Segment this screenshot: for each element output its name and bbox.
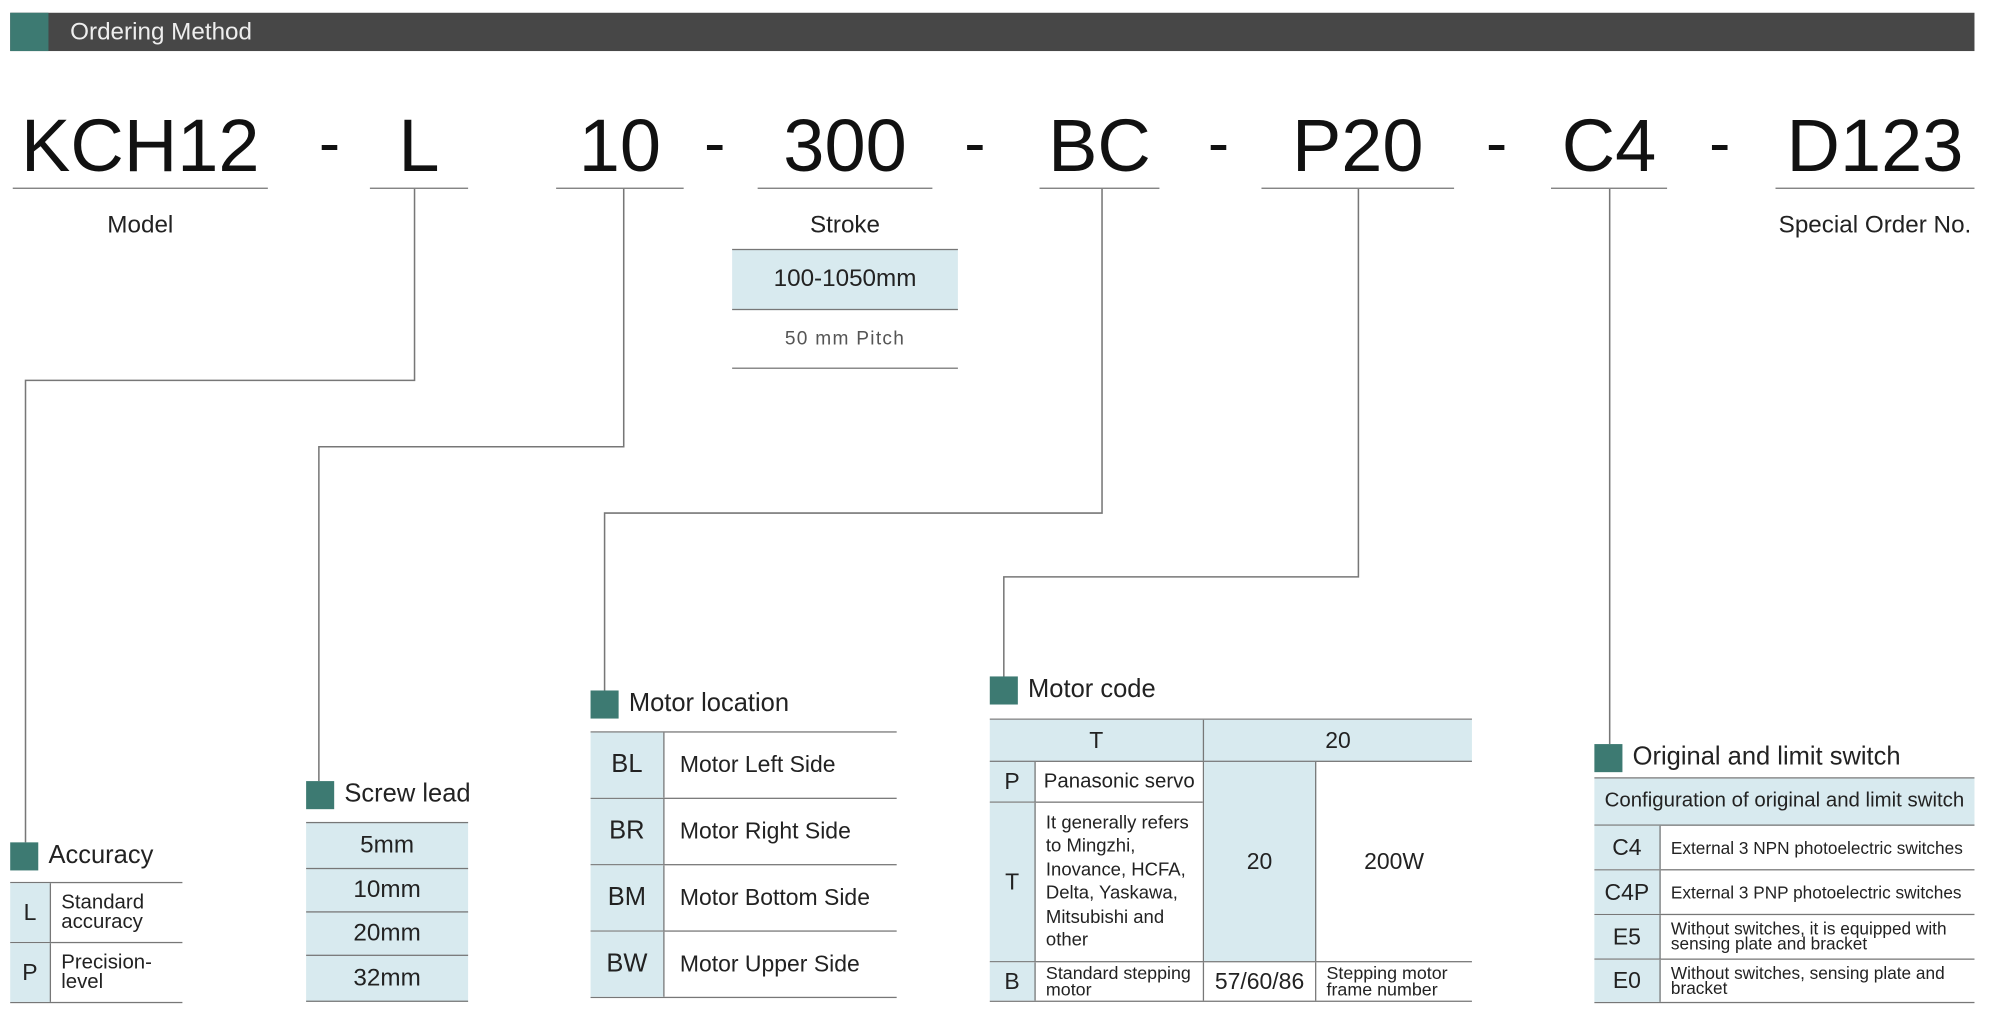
separator: -	[964, 107, 986, 179]
desc-cell: External 3 NPN photoelectric switches	[1670, 837, 1963, 858]
desc-cell: Without switches, sensing plate and brac…	[1670, 962, 1945, 998]
frame-desc-cell: Stepping motor frame number	[1326, 962, 1448, 1000]
table-row: BW Motor Upper Side	[590, 931, 897, 999]
code-lead: 10	[556, 105, 684, 189]
stroke-pitch: 50 mm Pitch	[732, 310, 958, 369]
table-row: 32mm	[306, 956, 469, 1002]
table-row: BR Motor Right Side	[590, 798, 897, 866]
switch-table: Configuration of original and limit swit…	[1594, 777, 1975, 1004]
model-label: Model	[107, 211, 174, 239]
table-row: BM Motor Bottom Side	[590, 865, 897, 932]
desc-cell: It generally refers to Mingzhi, Inovance…	[1045, 812, 1189, 951]
table-head: T 20	[989, 719, 1472, 762]
desc-cell: Motor Right Side	[679, 818, 851, 844]
head-cell: 20	[1325, 726, 1351, 753]
screw-lead-title-text: Screw lead	[344, 779, 471, 808]
motor-code-title-text: Motor code	[1028, 675, 1156, 704]
frame-cell: 57/60/86	[1204, 962, 1317, 1001]
separator: -	[1709, 107, 1731, 179]
stroke-label: Stroke	[809, 211, 881, 239]
code-accuracy: L	[369, 105, 469, 189]
desc-cell: Motor Upper Side	[679, 950, 860, 977]
desc-cell: Standard stepping motor	[1036, 962, 1205, 1001]
code-cell: P	[10, 943, 52, 1002]
desc-cell: Standard accuracy	[61, 892, 145, 933]
motor-code-title: Motor code	[989, 675, 1156, 704]
desc-cell: Without switches, it is equipped with se…	[1670, 918, 1947, 954]
desc-cell: Motor Left Side	[679, 751, 836, 778]
section-marker	[1594, 743, 1623, 772]
table-row: C4 External 3 NPN photoelectric switches	[1594, 825, 1975, 871]
section-marker	[10, 841, 39, 870]
head-cell: T	[990, 719, 1205, 761]
motor-location-title-text: Motor location	[628, 689, 790, 718]
code-cell: BM	[590, 865, 665, 931]
code-motor: P20	[1261, 105, 1455, 189]
accuracy-title: Accuracy	[10, 841, 153, 870]
code-cell: BW	[590, 931, 665, 997]
desc-cell: External 3 PNP photoelectric switches	[1670, 882, 1962, 902]
separator: -	[1207, 107, 1230, 179]
desc-cell: Panasonic servo	[1043, 770, 1195, 792]
screw-lead-title: Screw lead	[306, 779, 471, 809]
switch-title: Original and limit switch	[1594, 742, 1901, 772]
code-cell: B	[989, 962, 1036, 1001]
special-order-label: Special Order No.	[1778, 211, 1972, 239]
power-cell: 200W	[1364, 848, 1425, 874]
desc-cell: Motor Bottom Side	[679, 884, 870, 911]
section-marker	[590, 689, 619, 718]
code-cell: P	[989, 761, 1036, 802]
accuracy-title-text: Accuracy	[48, 841, 154, 870]
section-header: Ordering Method	[10, 12, 1975, 52]
code-cell: BR	[590, 798, 665, 865]
table-head: Configuration of original and limit swit…	[1594, 778, 1975, 826]
code-special: D123	[1775, 105, 1975, 189]
code-cell: T	[989, 802, 1036, 962]
section-marker	[306, 780, 335, 809]
code-model: KCH12	[12, 105, 268, 189]
table-row: C4P External 3 PNP photoelectric switches	[1594, 870, 1975, 916]
switch-title-text: Original and limit switch	[1632, 742, 1901, 771]
table-row: 20mm	[306, 913, 469, 956]
table-row: 5mm	[306, 823, 469, 870]
motor-location-title: Motor location	[590, 689, 790, 718]
code-cell: C4P	[1594, 870, 1661, 914]
code-stroke: 300	[757, 105, 933, 189]
power-code-cell: 20	[1204, 761, 1317, 962]
code-motor-location: BC	[1039, 105, 1160, 189]
code-cell: L	[10, 883, 52, 942]
separator: -	[1485, 107, 1508, 179]
motor-location-table: BL Motor Left Side BR Motor Right Side BM M…	[590, 731, 897, 999]
screw-lead-table: 5mm 10mm 20mm 32mm	[306, 821, 469, 1002]
table-row: 10mm	[306, 869, 469, 913]
section-marker	[989, 675, 1018, 704]
table-row: BL Motor Left Side	[590, 732, 897, 799]
separator: -	[318, 107, 341, 179]
code-cell: E0	[1594, 959, 1661, 1002]
code-cell: C4	[1594, 825, 1661, 870]
header-title: Ordering Method	[70, 19, 253, 46]
code-switch: C4	[1551, 105, 1668, 189]
desc-cell: Precision-level	[61, 952, 152, 993]
header-accent	[10, 12, 49, 52]
stroke-range: 100-1050mm	[732, 248, 958, 311]
code-cell: BL	[590, 732, 665, 798]
separator: -	[704, 107, 726, 179]
code-cell: E5	[1594, 915, 1661, 959]
